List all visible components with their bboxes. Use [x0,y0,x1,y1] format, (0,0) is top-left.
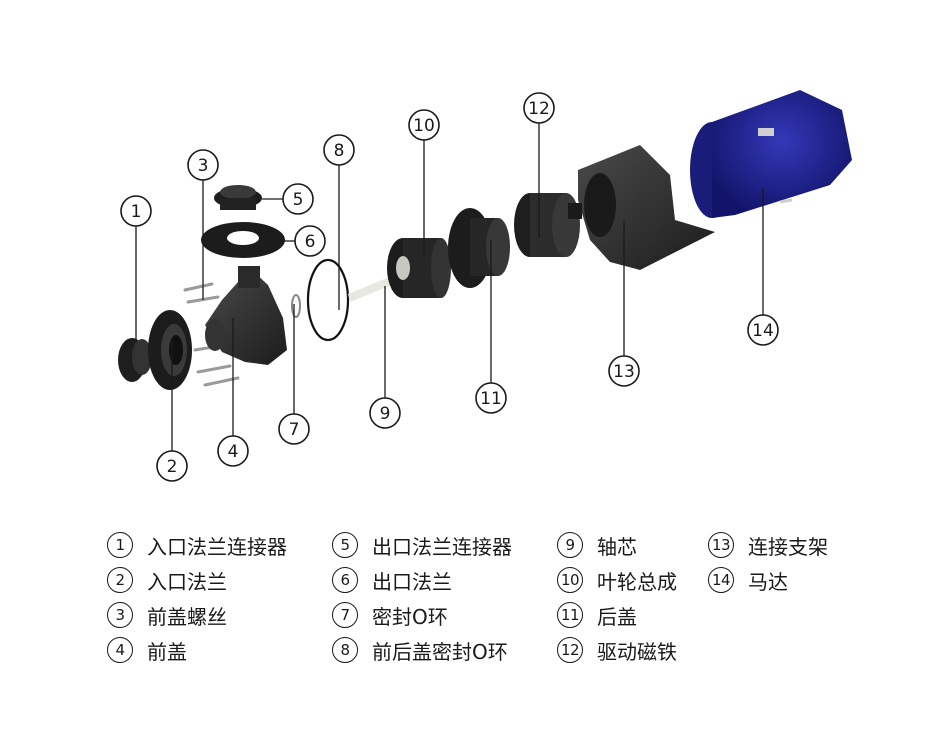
legend-number: 5 [332,532,358,558]
callout-circle [278,413,310,445]
legend-number: 8 [332,637,358,663]
legend-item: 10 叶轮总成 [557,565,677,595]
legend-item: 9 轴芯 [557,530,637,560]
legend-number: 13 [708,532,734,558]
legend-number: 14 [708,567,734,593]
outlet-flange-part [201,222,285,258]
callout-circle [217,435,249,467]
motor-part [690,90,852,218]
legend-number: 2 [107,567,133,593]
legend-label: 叶轮总成 [597,569,677,594]
impeller-assembly-part [387,238,451,298]
legend-number: 3 [107,602,133,628]
callout-number: 14 [752,321,774,341]
legend-item: 11 后盖 [557,600,637,630]
legend-label: 前盖螺丝 [147,604,227,629]
callout-number: 1 [131,202,142,222]
legend-label: 后盖 [597,604,637,629]
callout-number: 2 [167,457,178,477]
callout-circle [282,183,314,215]
legend-label: 前盖 [147,639,187,664]
legend-item: 1 入口法兰连接器 [107,530,287,560]
callout-circle [523,92,555,124]
callout-number: 4 [228,442,239,462]
legend-item: 5 出口法兰连接器 [332,530,512,560]
inlet-flange-part [148,310,192,390]
legend-number: 12 [557,637,583,663]
callout-number: 6 [305,232,316,252]
callout-number: 3 [198,156,209,176]
front-cover-part [205,266,287,365]
inlet-flange-connector-part [118,338,152,382]
legend-label: 密封O环 [372,604,448,629]
legend-number: 1 [107,532,133,558]
legend-label: 入口法兰连接器 [147,534,287,559]
legend-number: 9 [557,532,583,558]
legend-label: 出口法兰 [372,569,452,594]
callout-circle [294,225,326,257]
callout-circle [608,355,640,387]
legend-item: 7 密封O环 [332,600,448,630]
legend-item: 13 连接支架 [708,530,828,560]
legend-item: 2 入口法兰 [107,565,227,595]
legend-label: 出口法兰连接器 [372,534,512,559]
drive-magnet-part [514,193,580,257]
callout-number: 12 [528,99,550,119]
callout-number: 9 [380,404,391,424]
legend-number: 11 [557,602,583,628]
callout-number: 13 [613,362,635,382]
callout-circle [475,382,507,414]
legend-item: 12 驱动磁铁 [557,635,677,665]
cover-o-ring-part [306,258,350,342]
legend-label: 连接支架 [748,534,828,559]
legend-label: 轴芯 [597,534,637,559]
legend-label: 驱动磁铁 [597,639,677,664]
back-cover-part [448,208,510,288]
seal-o-ring-part [291,294,301,318]
legend-label: 马达 [748,569,788,594]
legend-item: 8 前后盖密封O环 [332,635,508,665]
legend-number: 6 [332,567,358,593]
shaft-part [348,276,394,302]
legend-number: 7 [332,602,358,628]
callout-circle [120,195,152,227]
legend-item: 3 前盖螺丝 [107,600,227,630]
callout-number: 11 [480,389,502,409]
callout-circle [187,149,219,181]
legend-item: 6 出口法兰 [332,565,452,595]
legend-label: 入口法兰 [147,569,227,594]
callout-number: 10 [413,116,435,136]
callout-circle [747,314,779,346]
legend-label: 前后盖密封O环 [372,639,508,664]
legend-number: 4 [107,637,133,663]
legend-item: 14 马达 [708,565,788,595]
connection-bracket-part [568,145,715,270]
legend-item: 4 前盖 [107,635,187,665]
callout-number: 7 [289,420,300,440]
callout-circle [408,109,440,141]
callout-circle [323,134,355,166]
legend-number: 10 [557,567,583,593]
outlet-flange-connector-part [214,185,262,210]
callout-number: 5 [293,190,304,210]
callout-circle [156,450,188,482]
callout-circle [369,397,401,429]
callout-number: 8 [334,141,345,161]
